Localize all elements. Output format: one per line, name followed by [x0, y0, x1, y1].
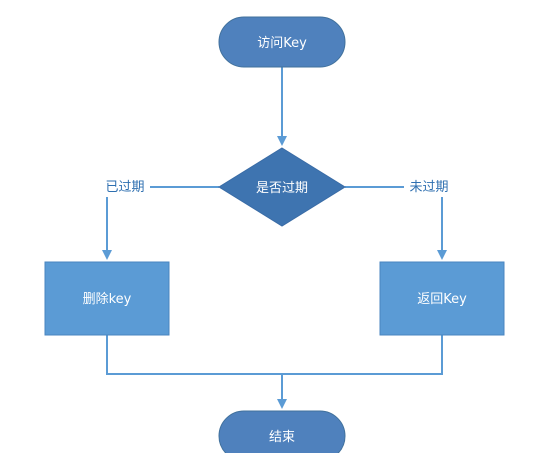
- delete-node-label: 删除key: [83, 292, 132, 307]
- start-terminal-shape: [218, 16, 346, 68]
- connector-decision-to-delete: [102, 186, 219, 260]
- decision-diamond-shape: [218, 147, 346, 227]
- connector-return-to-merge: [282, 335, 443, 375]
- decision-node[interactable]: 是否过期: [218, 147, 346, 227]
- return-node[interactable]: 返回Key: [379, 261, 505, 336]
- start-node-label: 访问Key: [257, 36, 307, 51]
- connector-delete-to-merge: [106, 335, 282, 375]
- end-terminal-shape: [218, 410, 346, 453]
- connector-decision-to-return: [345, 186, 447, 260]
- delete-node[interactable]: 删除key: [44, 261, 170, 336]
- decision-node-label: 是否过期: [256, 181, 308, 196]
- end-node-label: 结束: [269, 430, 295, 445]
- edge-label-expired: 已过期: [105, 180, 144, 195]
- delete-process-shape: [44, 261, 170, 336]
- edge-label-not-expired: 未过期: [409, 180, 448, 195]
- edge-label-not-expired-backdrop: [404, 177, 454, 197]
- edge-label-expired-backdrop: [100, 177, 150, 197]
- return-node-label: 返回Key: [417, 292, 467, 307]
- end-node[interactable]: 结束: [218, 410, 346, 453]
- return-process-shape: [379, 261, 505, 336]
- start-node[interactable]: 访问Key: [218, 16, 346, 68]
